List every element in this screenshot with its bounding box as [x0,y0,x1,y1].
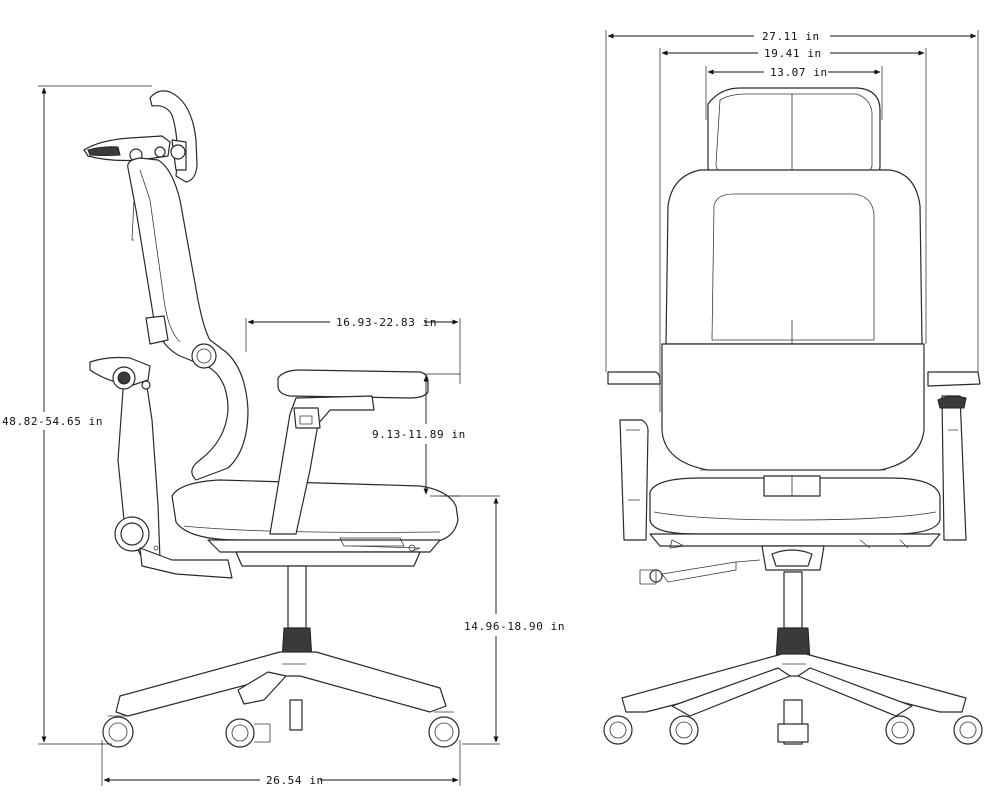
seat-depth-label: 16.93-22.83 in [336,316,437,329]
dim-front-total-width: 27.11 in [605,30,979,372]
seat-height-label: 14.96-18.90 in [464,620,565,633]
side-gas-lift [281,565,313,731]
armrest-height-label: 9.13-11.89 in [372,428,466,441]
front-view-chair [603,87,983,745]
total-width-label: 27.11 in [762,30,820,43]
total-height-label: 48.82-54.65 in [2,415,103,428]
side-armrest [269,369,429,535]
front-armrests [607,371,981,541]
dim-side-armrest-height: 9.13-11.89 in [372,373,466,497]
side-base-star [115,651,447,717]
side-coat-hanger [83,135,186,162]
front-seat [649,475,941,547]
dim-side-total-height: 48.82-54.65 in [2,85,152,745]
side-casters [102,711,460,748]
side-view-chair [83,90,460,748]
seat-width-label: 19.41 in [764,47,822,60]
dim-side-seat-height: 14.96-18.90 in [440,495,565,745]
base-width-label: 26.54 in [266,774,324,787]
dim-side-seat-depth: 16.93-22.83 in [245,316,461,384]
dim-front-seat-width: 19.41 in [659,47,927,412]
dim-front-headrest-width: 13.07 in [705,66,883,120]
front-mechanism [639,539,909,585]
headrest-width-label: 13.07 in [770,66,828,79]
side-seat [171,479,459,567]
front-headrest [707,87,881,181]
side-seat-mechanism [153,537,421,553]
dim-side-base-width: 26.54 in [101,740,461,787]
front-backrest [661,169,925,471]
front-base-star [621,653,967,717]
side-back-support [89,356,233,579]
side-backrest-frame [127,157,249,481]
front-casters [603,715,983,745]
